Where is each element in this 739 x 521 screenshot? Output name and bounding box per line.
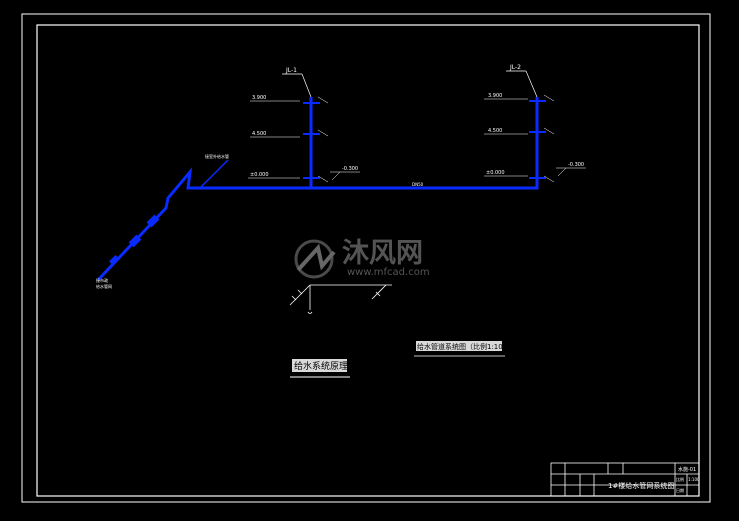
title-block-date-label: 日期 [676,487,684,493]
riser-right-elev-right: -0.300 [568,162,584,168]
main-pipe-label: DN50 [412,182,424,187]
watermark-brand: 沐风网 [342,238,423,269]
inlet-valve-3 [109,255,120,266]
title-block-code: 水施-01 [678,466,696,473]
caption-left: 给水系统原理图 [290,359,357,378]
inlet-valve-1 [146,214,160,228]
title-block [550,462,700,497]
main-pipe-system [96,97,546,282]
caption-left-text: 给水系统原理图 [294,360,357,372]
watermark-logo-icon [294,239,336,279]
title-block-drawing-title: 1#楼给水管网系统图 [608,481,674,490]
inlet-valve-2 [128,234,142,248]
watermark-url: www.mfcad.com [347,267,430,278]
watermark: 沐风网 www.mfcad.com [294,238,430,279]
source-note-2: 给水管网 [96,283,112,289]
inlet-note: 接室外给水管 [205,153,229,159]
title-block-scale-value: 1:100 [688,477,700,482]
riser-right-elev-bot: ±0.000 [486,170,505,176]
riser-left-elev-right: -0.300 [342,166,358,172]
riser-right: JL-2 3.900 4.500 ±0.000 -0.300 [484,64,586,183]
source-note-1: 接市政 [96,277,108,283]
riser-left: JL-1 3.900 4.500 ±0.000 -0.300 [248,67,360,183]
riser-left-elev-bot: ±0.000 [250,172,269,178]
outer-frame [21,13,711,503]
main-pipe-right-riser [311,97,539,190]
caption-right-text: 给水管道系统图（比例1:100） [417,342,514,351]
riser-left-elev-mid: 4.500 [252,131,266,137]
title-block-scale-label: 比例 [676,476,684,482]
caption-right: 给水管道系统图（比例1:100） [414,341,514,357]
riser-left-elev-top: 3.900 [252,95,266,101]
riser-right-label: JL-2 [509,64,521,71]
inner-frame [36,24,700,497]
inlet-branch [199,159,229,189]
schematic-small [289,284,392,314]
riser-left-label: JL-1 [285,67,297,74]
riser-right-elev-mid: 4.500 [488,128,502,134]
riser-right-elev-top: 3.900 [488,93,502,99]
